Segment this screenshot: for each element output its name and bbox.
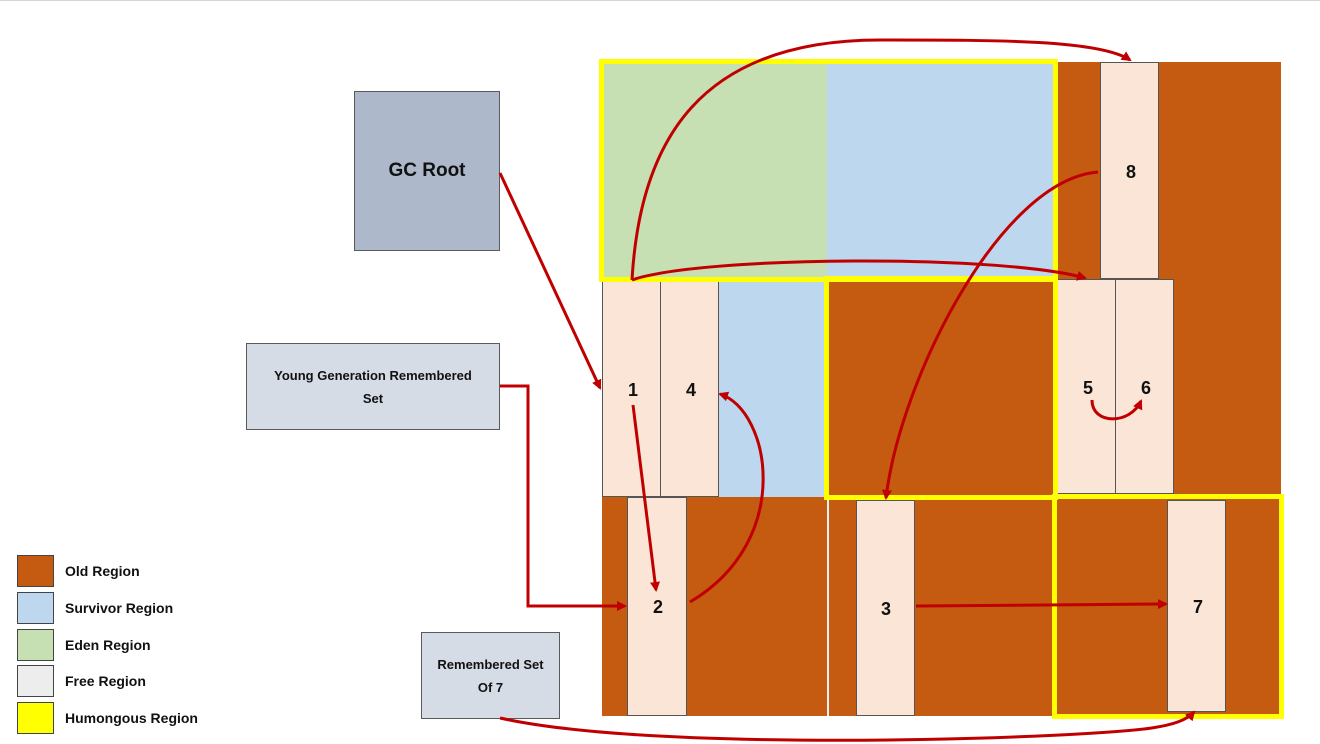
top-border [0, 0, 1320, 1]
rs7-label-line2: Of 7 [477, 679, 504, 695]
object-label-5: 5 [1082, 378, 1093, 398]
region-divider [827, 497, 829, 716]
survivor-region-top [827, 62, 1055, 279]
gc-root-box: GC Root [354, 91, 500, 251]
gc-root-label: GC Root [388, 160, 466, 181]
object-4 [660, 281, 719, 497]
young-generation-remembered-set-box: Young Generation Remembered Set [246, 343, 500, 430]
legend-swatch-eden [17, 629, 54, 661]
arrow-gcroot-to-1 [498, 172, 602, 390]
object-6 [1115, 279, 1174, 494]
object-label-7: 7 [1192, 597, 1203, 617]
young-rs-label-line1: Young Generation Remembered [274, 367, 472, 383]
young-rs-label-line2: Set [362, 390, 384, 406]
old-region-top-right [1055, 62, 1281, 279]
object-label-4: 4 [685, 380, 696, 400]
arrow-rs7-to-7 [499, 710, 1196, 742]
object-label-3: 3 [880, 599, 891, 619]
object-8 [1100, 62, 1159, 279]
old-region-mid-center [827, 279, 1055, 497]
object-2 [627, 497, 687, 716]
remembered-set-of-7-box: Remembered Set Of 7 [421, 632, 560, 719]
rs7-label-line1: Remembered Set [437, 656, 544, 672]
legend-swatch-survivor [17, 592, 54, 624]
arrow-1-to-5 [631, 259, 1087, 282]
arrow-3-to-7 [915, 599, 1168, 610]
legend-swatch-free [17, 665, 54, 697]
object-label-2: 2 [652, 597, 663, 617]
arrow-5-to-6 [1090, 399, 1143, 421]
arrow-2-to-4 [689, 391, 765, 604]
legend-label-old: Old Region [65, 563, 140, 579]
arrow-1-to-2 [631, 404, 660, 592]
legend-label-humongous: Humongous Region [65, 710, 198, 726]
object-3 [856, 500, 915, 716]
arrow-1-to-8 [630, 38, 1132, 281]
object-label-6: 6 [1140, 378, 1151, 398]
object-label-8: 8 [1125, 162, 1136, 182]
legend-label-free: Free Region [65, 673, 146, 689]
arrow-8-to-3 [881, 170, 1099, 500]
arrow-young-rs-to-2 [500, 384, 627, 611]
legend-label-survivor: Survivor Region [65, 600, 174, 616]
legend-label-eden: Eden Region [65, 637, 151, 653]
object-1 [602, 281, 661, 497]
humongous-outline-bottom-right [1052, 494, 1284, 719]
legend-swatch-old [17, 555, 54, 587]
legend-swatch-humongous [17, 702, 54, 734]
object-label-1: 1 [627, 380, 638, 400]
humongous-outline-mid-center [824, 276, 1058, 500]
eden-region [602, 62, 827, 279]
